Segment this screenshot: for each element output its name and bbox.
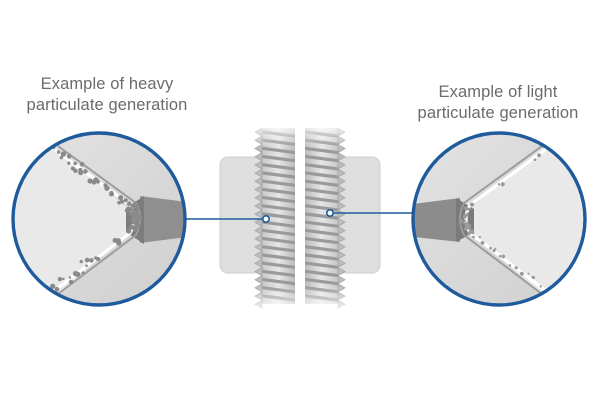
caption-light-line2: particulate generation (417, 104, 579, 122)
caption-light-line1: Example of light (438, 83, 558, 101)
magnifier-ring-left (11, 131, 187, 307)
magnified-thread-heavy-icon (13, 133, 185, 305)
caption-light-particulate: Example of light particulate generation (398, 82, 598, 124)
leader-dot-left (261, 215, 270, 224)
caption-heavy-particulate: Example of heavy particulate generation (12, 74, 202, 116)
magnified-thread-light-icon (413, 133, 585, 305)
caption-heavy-line1: Example of heavy (40, 75, 174, 93)
leader-dot-right (325, 209, 334, 218)
caption-heavy-line2: particulate generation (26, 96, 188, 114)
magnifier-ring-right (411, 131, 587, 307)
